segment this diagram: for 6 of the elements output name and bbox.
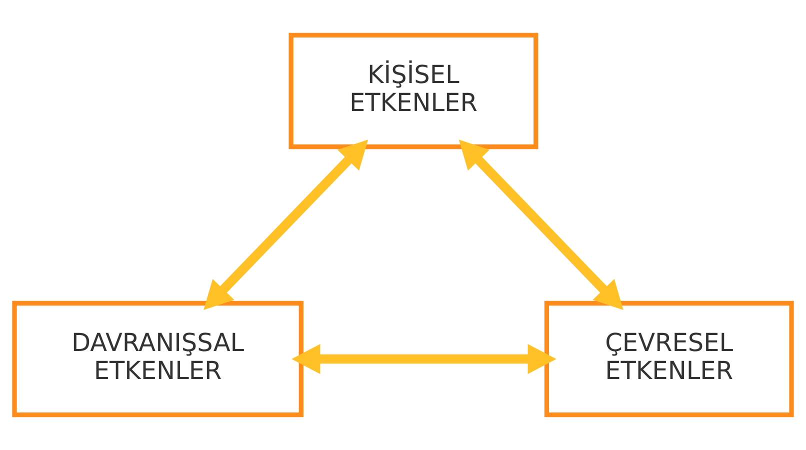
node-box: DAVRANIŞSAL ETKENLER	[12, 300, 304, 418]
arrow	[292, 344, 556, 374]
arrow	[204, 140, 368, 310]
arrow	[458, 140, 624, 310]
node-box: KİŞİSEL ETKENLER	[288, 32, 538, 150]
node-box: ÇEVRESEL ETKENLER	[544, 300, 794, 418]
